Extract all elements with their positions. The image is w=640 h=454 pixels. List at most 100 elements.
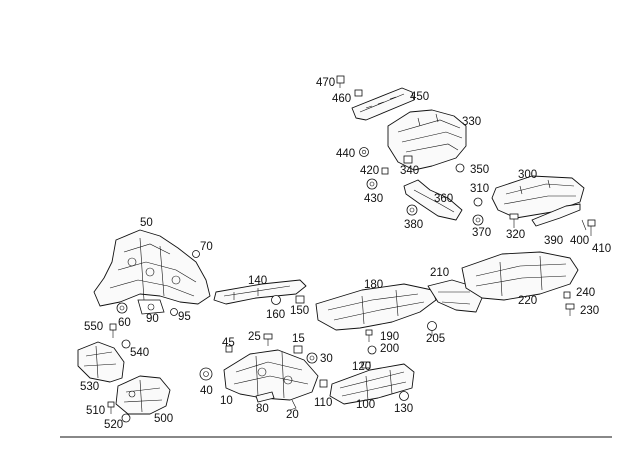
callout-100: 100 <box>356 399 375 411</box>
nut-95 <box>170 308 178 316</box>
callout-410: 410 <box>592 243 611 255</box>
bolt-510 <box>107 401 115 414</box>
callout-45: 45 <box>222 337 235 349</box>
callout-360: 360 <box>434 193 453 205</box>
nut-310 <box>473 197 483 207</box>
callout-370: 370 <box>472 227 491 239</box>
heat-shield-10 <box>223 349 319 401</box>
clip-15 <box>293 345 303 354</box>
clip-400 <box>581 219 587 231</box>
clip-110 <box>319 379 328 388</box>
callout-140: 140 <box>248 275 267 287</box>
gasket-90 <box>137 299 165 315</box>
heat-shield-50 <box>93 229 211 307</box>
nut-40 <box>199 367 213 381</box>
callout-300: 300 <box>518 169 537 181</box>
bolt-230 <box>565 303 575 316</box>
callout-50: 50 <box>140 217 153 229</box>
callout-340: 340 <box>400 165 419 177</box>
callout-130: 130 <box>394 403 413 415</box>
callout-190: 190 <box>380 331 399 343</box>
bolt-190 <box>365 329 373 342</box>
nut-205 <box>427 321 437 336</box>
callout-120: 120 <box>352 361 371 373</box>
heat-shield-360 <box>403 179 463 221</box>
nut-30 <box>306 352 318 364</box>
nut-440 <box>359 147 369 157</box>
callout-430: 430 <box>364 193 383 205</box>
callout-15: 15 <box>292 333 305 345</box>
callout-160: 160 <box>266 309 285 321</box>
nut-350 <box>455 163 465 173</box>
clip-460 <box>354 89 363 97</box>
callout-60: 60 <box>118 317 131 329</box>
callout-25: 25 <box>248 331 261 343</box>
callout-10: 10 <box>220 395 233 407</box>
bracket-80 <box>255 391 275 403</box>
callout-180: 180 <box>364 279 383 291</box>
clip-20 <box>289 399 297 411</box>
heat-shield-100 <box>329 363 415 405</box>
callout-500: 500 <box>154 413 173 425</box>
clip-240 <box>563 291 571 299</box>
heat-shield-220 <box>461 251 579 301</box>
heat-shield-140 <box>213 279 307 305</box>
nut-540 <box>121 339 131 349</box>
nut-160 <box>271 295 281 305</box>
callout-350: 350 <box>470 164 489 176</box>
callout-30: 30 <box>320 353 333 365</box>
callout-530: 530 <box>80 381 99 393</box>
callout-420: 420 <box>360 165 379 177</box>
clip-420 <box>381 167 389 175</box>
clip-340 <box>403 155 413 164</box>
bolt-550 <box>109 323 117 338</box>
callout-470: 470 <box>316 77 335 89</box>
callout-520: 520 <box>104 419 123 431</box>
clip-45 <box>225 345 233 353</box>
bolt-25 <box>263 333 273 346</box>
heat-shield-120 <box>361 361 371 369</box>
bolt-410 <box>587 219 596 236</box>
callout-400: 400 <box>570 235 589 247</box>
heat-shield-530 <box>77 341 125 383</box>
nut-200 <box>367 345 377 355</box>
callout-40: 40 <box>200 385 213 397</box>
callout-205: 205 <box>426 333 445 345</box>
callout-380: 380 <box>404 219 423 231</box>
callout-460: 460 <box>332 93 351 105</box>
callout-310: 310 <box>470 183 489 195</box>
nut-130 <box>399 391 409 401</box>
callout-70: 70 <box>200 241 213 253</box>
callout-450: 450 <box>410 91 429 103</box>
callout-95: 95 <box>178 311 191 323</box>
callout-labels: 470 460 450 330 440 420 340 350 430 360 … <box>80 77 611 431</box>
nut-430 <box>366 178 378 190</box>
callout-150: 150 <box>290 305 309 317</box>
callout-80: 80 <box>256 403 269 415</box>
callout-390: 390 <box>544 235 563 247</box>
nut-520 <box>121 413 131 423</box>
clip-150 <box>295 295 305 304</box>
heat-shield-330 <box>387 109 467 171</box>
callout-20: 20 <box>286 409 299 421</box>
bolt-320 <box>509 213 519 228</box>
callout-320: 320 <box>506 229 525 241</box>
bracket-390 <box>531 203 581 227</box>
callout-550: 550 <box>84 321 103 333</box>
callout-90: 90 <box>146 313 159 325</box>
nut-370 <box>472 214 484 226</box>
heat-shield-180 <box>315 283 437 331</box>
callout-540: 540 <box>130 347 149 359</box>
callout-440: 440 <box>336 148 355 160</box>
nut-60 <box>116 302 128 314</box>
nut-70 <box>192 250 200 258</box>
nut-380 <box>406 204 418 216</box>
callout-240: 240 <box>576 287 595 299</box>
callout-330: 330 <box>462 116 481 128</box>
callout-200: 200 <box>380 343 399 355</box>
callout-510: 510 <box>86 405 105 417</box>
callout-220: 220 <box>518 295 537 307</box>
callout-110: 110 <box>314 397 332 409</box>
callout-230: 230 <box>580 305 599 317</box>
